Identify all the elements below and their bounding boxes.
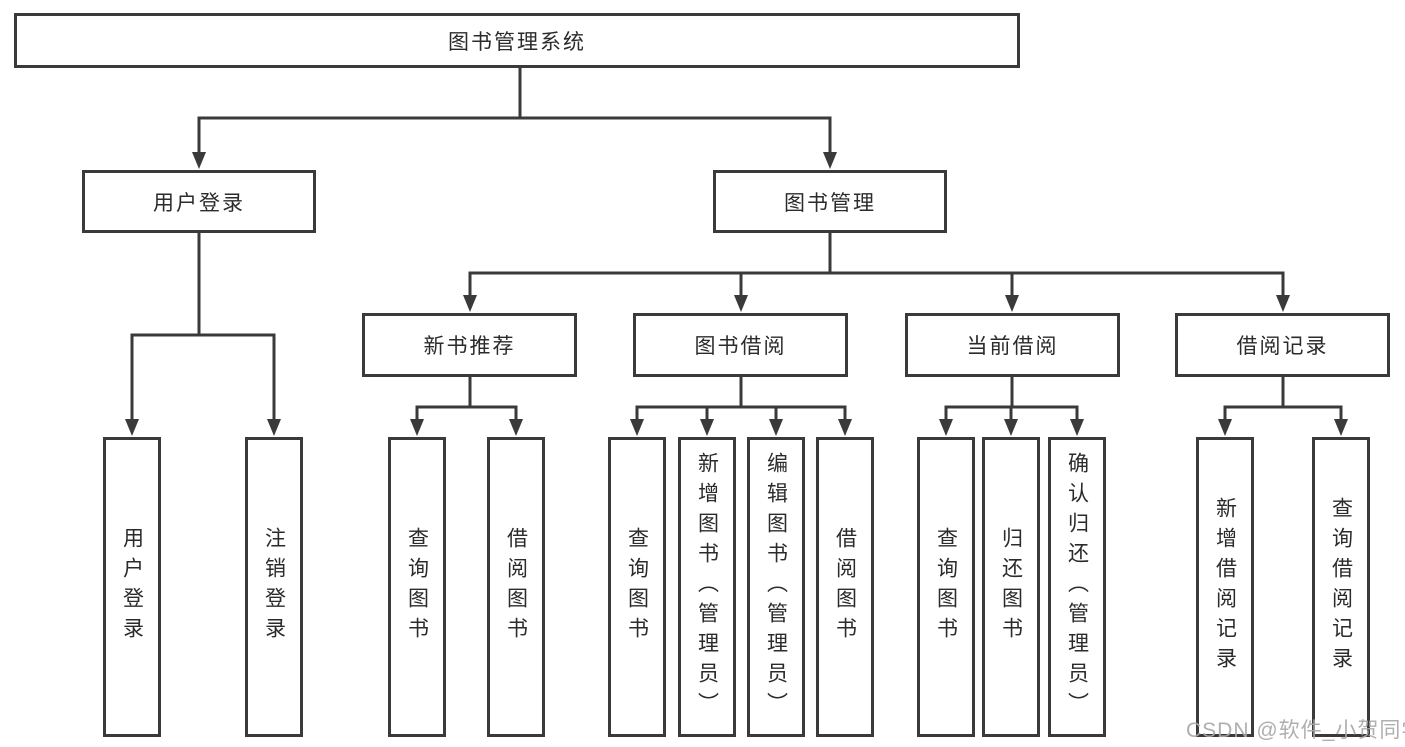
- watermark: CSDN @软件_小贺同学: [1186, 719, 1405, 742]
- node-current-borrow: 当前借阅: [905, 313, 1120, 377]
- leaf-add-borrow-record: 新增借阅记录: [1196, 437, 1254, 737]
- node-new-book-recommend: 新书推荐: [362, 313, 577, 377]
- leaf-user-login: 用户登录: [103, 437, 161, 737]
- leaf-query-borrow-record: 查询借阅记录: [1312, 437, 1370, 737]
- node-user-login: 用户登录: [82, 170, 316, 233]
- leaf-confirm-return-admin: 确认归还（管理员）: [1048, 437, 1106, 737]
- leaf-query-books-borrow: 查询图书: [608, 437, 666, 737]
- leaf-query-books-newbook: 查询图书: [388, 437, 446, 737]
- node-borrow-records: 借阅记录: [1175, 313, 1390, 377]
- node-book-borrow: 图书借阅: [633, 313, 848, 377]
- leaf-return-book: 归还图书: [982, 437, 1040, 737]
- leaf-logout: 注销登录: [245, 437, 303, 737]
- leaf-query-books-current: 查询图书: [917, 437, 975, 737]
- leaf-edit-book-admin: 编辑图书（管理员）: [747, 437, 805, 737]
- leaf-borrow-books-newbook: 借阅图书: [487, 437, 545, 737]
- leaf-borrow-books-borrow: 借阅图书: [816, 437, 874, 737]
- leaf-add-book-admin: 新增图书（管理员）: [678, 437, 736, 737]
- node-library-system: 图书管理系统: [14, 13, 1020, 68]
- node-book-management: 图书管理: [713, 170, 947, 233]
